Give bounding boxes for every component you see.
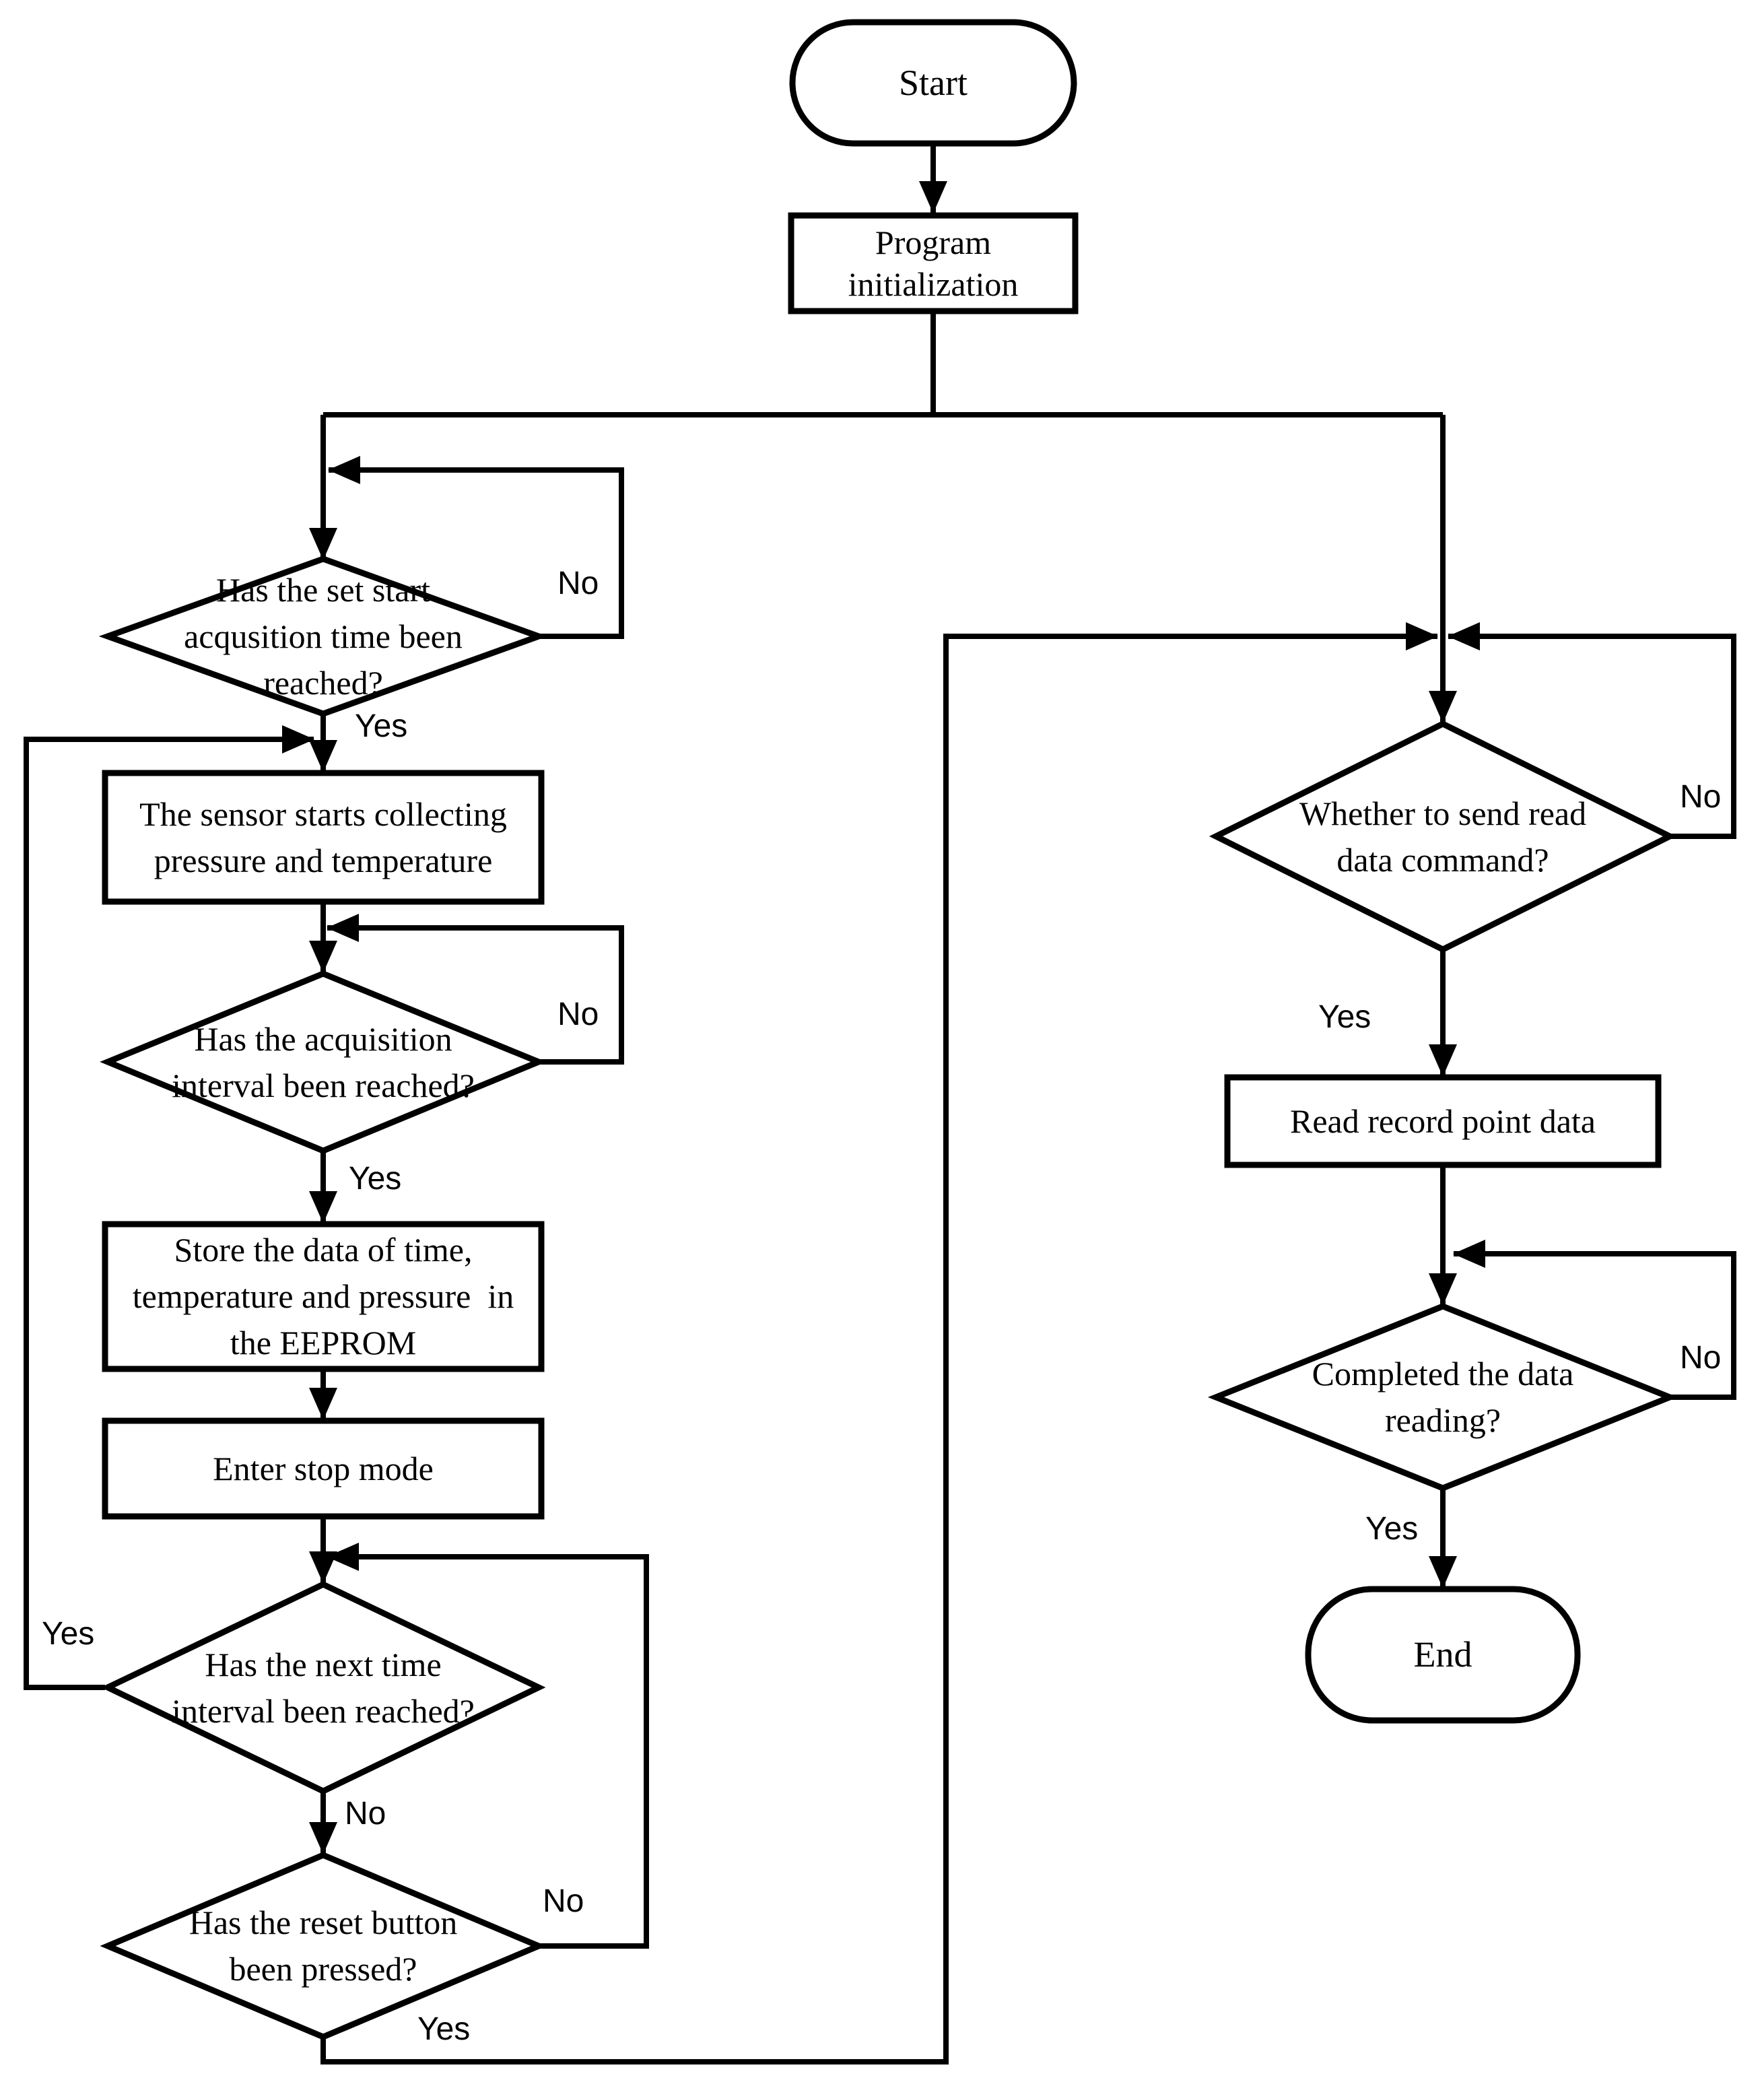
- sensor-collect-shape: [102, 770, 545, 905]
- check-next-interval-label: Has the next time interval been reached?: [172, 1645, 475, 1730]
- edge-send-no-loop: [1448, 622, 1736, 839]
- start-terminal-shape: [789, 19, 1077, 147]
- edge-complete-no-loop: [1453, 1240, 1736, 1400]
- node-shapes: [98, 19, 1678, 2040]
- check-interval-label: Has the acquisition interval been reache…: [172, 1019, 475, 1104]
- check-complete-label: Completed the data reading?: [1312, 1355, 1574, 1439]
- enter-stop-shape: [102, 1417, 545, 1520]
- end-terminal-label: End: [1413, 1634, 1472, 1675]
- check-send-diamond: [1209, 720, 1677, 953]
- next-interval-no-label: No: [345, 1796, 386, 1832]
- edges: [24, 143, 1736, 2064]
- store-data-label: Store the data of time, temperature and …: [132, 1231, 514, 1362]
- reset-no-label: No: [543, 1883, 584, 1919]
- reset-yes-label: Yes: [417, 2011, 471, 2047]
- interval-no-label: No: [557, 997, 599, 1032]
- next-interval-yes-label: Yes: [42, 1616, 95, 1652]
- enter-stop-label: Enter stop mode: [213, 1449, 434, 1487]
- start-time-yes-label: Yes: [355, 708, 408, 744]
- check-reset-diamond: [100, 1852, 547, 2040]
- edge-reset-yes-return: [320, 622, 1438, 2064]
- check-send-label: Whether to send read data command?: [1299, 794, 1587, 879]
- read-data-label: Read record point data: [1290, 1102, 1596, 1140]
- send-no-label: No: [1680, 779, 1722, 815]
- check-reset-label: Has the reset button been pressed?: [189, 1904, 458, 1988]
- program-init-label: Program initialization: [848, 223, 1019, 304]
- sensor-collect-label: The sensor starts collecting pressure an…: [139, 795, 507, 879]
- edge-starttime-no-loop: [328, 456, 624, 639]
- check-complete-diamond: [1207, 1303, 1678, 1491]
- interval-yes-label: Yes: [349, 1161, 402, 1197]
- start-time-no-label: No: [557, 566, 599, 601]
- check-start-time-label: Has the set start acqusition time been r…: [184, 570, 463, 702]
- completed-yes-label: Yes: [1365, 1511, 1419, 1547]
- completed-no-label: No: [1680, 1340, 1722, 1376]
- edge-nextinterval-yes-return: [24, 725, 314, 1690]
- check-start-time-diamond: [98, 556, 548, 717]
- read-data-shape: [1224, 1074, 1662, 1168]
- start-terminal-label: Start: [899, 62, 968, 103]
- check-next-interval-diamond: [100, 1581, 546, 1794]
- edge-reset-no-loop: [327, 1543, 649, 1949]
- check-interval-diamond: [100, 970, 547, 1154]
- edge-interval-no-loop: [327, 914, 624, 1065]
- store-data-shape: [102, 1221, 545, 1372]
- send-yes-label: Yes: [1318, 999, 1371, 1035]
- program-init-shape: [788, 212, 1079, 314]
- end-terminal-shape: [1305, 1586, 1581, 1724]
